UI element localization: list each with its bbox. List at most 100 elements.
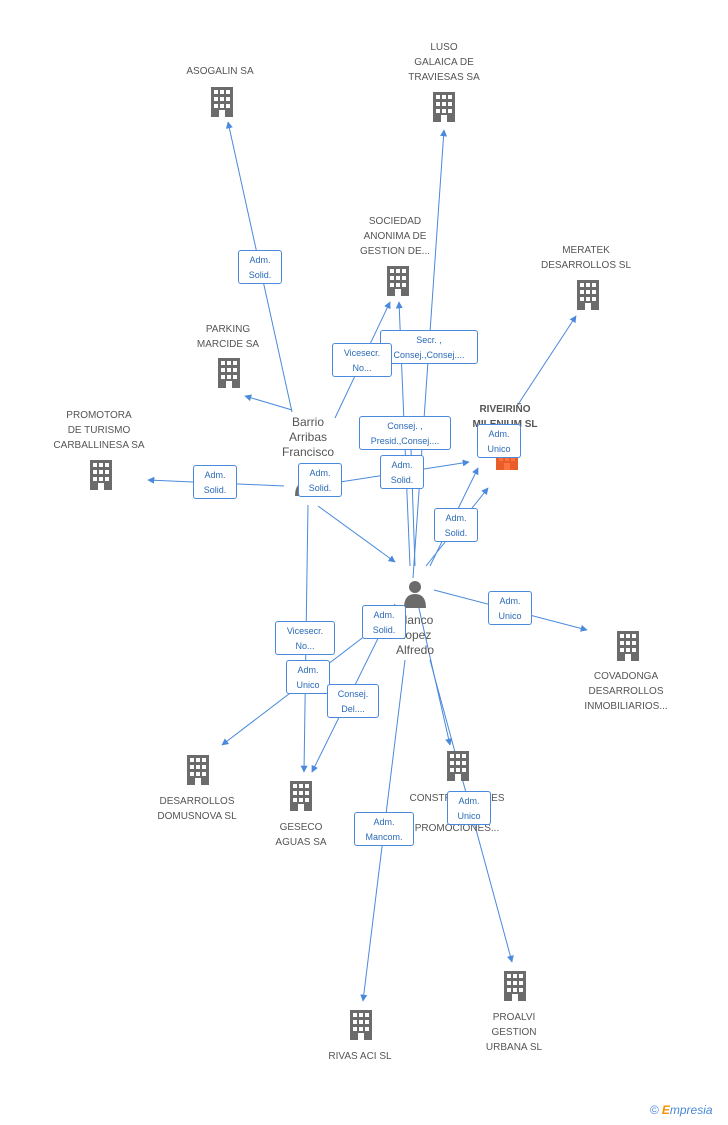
person-label-line: Barrio [291,415,324,429]
relation-label[interactable]: Secr. ,Consej.,Consej.... [380,330,478,364]
relation-label-line: No... [295,641,315,651]
relation-label-line: Mancom. [365,832,403,842]
company-label-line: RIVEIRIÑO [479,404,531,415]
building-icon[interactable] [447,751,469,781]
building-icon[interactable] [211,87,233,117]
building-icon[interactable] [433,92,455,122]
company-label-line: PROMOCIONES... [414,823,500,834]
relation-label-line: Adm. [458,796,480,806]
company-label-line: PROALVI [492,1012,536,1023]
company-label-line: INMOBILIARIOS... [584,701,668,712]
company-label-proalvi[interactable]: PROALVI GESTION URBANA SL [439,1010,589,1055]
building-icon[interactable] [387,266,409,296]
company-label-line: SOCIEDAD [368,216,422,227]
person-icon[interactable] [404,581,426,608]
company-label-line: PROMOTORA [66,410,132,421]
building-icon[interactable] [577,280,599,310]
company-label-geseco[interactable]: GESECO AGUAS SA [226,820,376,850]
relation-label[interactable]: Adm. Solid. [298,463,342,497]
company-label-asogalin[interactable]: ASOGALIN SA [145,64,295,79]
brand-name: mpresia [669,1103,713,1117]
company-label-line: DESARROLLOS [159,796,235,807]
relation-label-line: Solid. [372,625,396,635]
company-label-parking[interactable]: PARKING MARCIDE SA [153,322,303,352]
company-label-line: DOMUSNOVA SL [157,811,237,822]
relation-label[interactable]: Adm.Solid. [434,508,478,542]
relation-label-line: Unico [498,611,522,621]
company-label-line: URBANA SL [485,1042,543,1053]
building-icon[interactable] [187,755,209,785]
relation-label-line: No... [352,363,372,373]
relation-label-line: Secr. , [416,335,442,345]
company-label-desarrollos[interactable]: DESARROLLOS DOMUSNOVA SL [122,794,272,824]
edge-arrow [516,315,577,407]
person-label-line: Arribas [288,430,327,444]
relation-label-line: Solid. [203,485,227,495]
relation-label[interactable]: Consej. , Presid.,Consej.... [359,416,451,450]
company-label-line: LUSO [430,42,458,53]
relation-label-line: Del.... [341,704,365,714]
relation-label[interactable]: Adm. Unico [488,591,532,625]
relation-label-line: Adm. [488,429,510,439]
company-label-line: MARCIDE SA [196,339,260,350]
relation-label-line: Solid. [444,528,468,538]
relation-label-line: Adm. [499,596,521,606]
building-icon[interactable] [290,781,312,811]
company-label-covadonga[interactable]: COVADONGA DESARROLLOS INMOBILIARIOS... [551,669,701,714]
empresia-brand[interactable]: ©Empresia [650,1103,713,1117]
company-label-line: GESECO [279,822,323,833]
company-label-line: ASOGALIN SA [186,66,254,77]
relation-label-line: Adm. [309,468,331,478]
company-label-rivas[interactable]: RIVAS ACI SL [285,1049,435,1064]
person-label-line: Francisco [281,445,334,459]
relation-label[interactable]: Adm. Unico [477,424,521,458]
building-icon[interactable] [218,358,240,388]
company-label-line: GESTION DE... [359,246,430,257]
person-label-line: Lopez [398,628,432,642]
relation-label[interactable]: Adm.Unico [286,660,330,694]
relation-label[interactable]: Adm.Solid. [380,455,424,489]
relation-label-line: Consej. , [387,421,423,431]
relation-label-line: Unico [457,811,481,821]
company-label-line: DESARROLLOS [588,686,664,697]
company-label-line: MERATEK [562,245,610,256]
relation-label-line: Unico [487,444,511,454]
relation-label[interactable]: Adm.Solid. [362,605,406,639]
relation-label[interactable]: Adm. Solid. [238,250,282,284]
relation-label-line: Adm. [204,470,226,480]
company-label-line: PARKING [205,324,251,335]
relation-label[interactable]: Vicesecr.No... [332,343,392,377]
company-label-line: GESTION [491,1027,537,1038]
building-icon[interactable] [350,1010,372,1040]
edge-arrow [244,394,293,411]
building-icon[interactable] [504,971,526,1001]
relation-label-line: Solid. [308,483,332,493]
building-icon[interactable] [617,631,639,661]
relation-label-line: Adm. [249,255,271,265]
relation-label[interactable]: Consej. Del.... [327,684,379,718]
edge-arrow [317,505,396,563]
relation-label-line: Solid. [248,270,272,280]
relation-label[interactable]: Vicesecr.No... [275,621,335,655]
company-label-line: GALAICA DE [414,57,474,68]
relation-label-line: Presid.,Consej.... [370,436,440,446]
building-icon[interactable] [90,460,112,490]
company-label-line: COVADONGA [593,671,659,682]
copyright-symbol: © [650,1103,659,1117]
relation-label-line: Adm. [373,817,395,827]
relation-label-line: Consej. [337,689,369,699]
relation-label-line: Adm. [297,665,319,675]
relation-label[interactable]: Adm. Unico [447,791,491,825]
person-label-line: Alfredo [395,643,435,657]
relation-label[interactable]: Adm. Solid. [193,465,237,499]
brand-initial: E [661,1103,670,1117]
company-label-line: RIVAS ACI SL [328,1051,392,1062]
company-label-line: AGUAS SA [275,837,327,848]
relation-label[interactable]: Adm. Mancom. [354,812,414,846]
